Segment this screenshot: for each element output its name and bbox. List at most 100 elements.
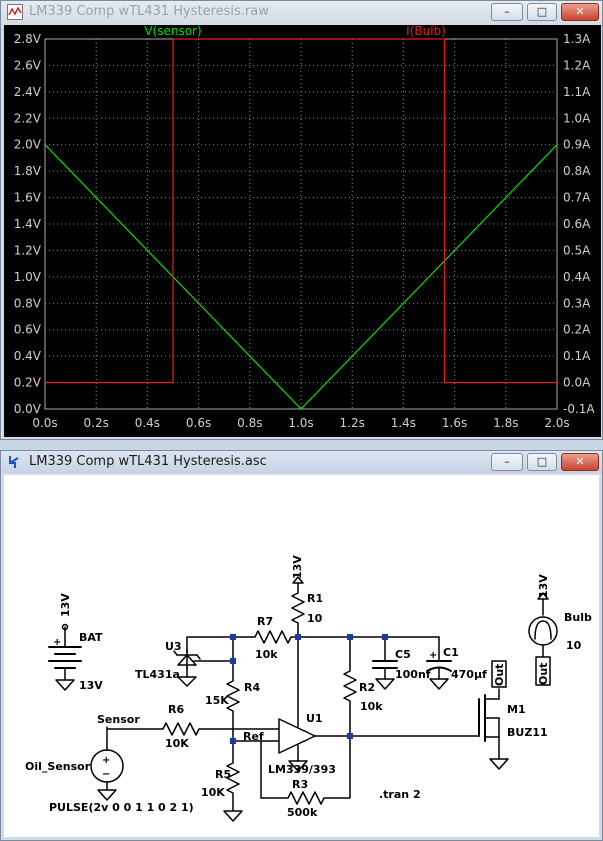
y-right-tick-label: 1.3A [563, 32, 591, 46]
waveform-window-title: LM339 Comp wTL431 Hysteresis.raw [29, 4, 269, 19]
bulb-name-label: Bulb [564, 611, 592, 624]
capacitor-c5[interactable] [372, 636, 398, 690]
waveform-icon [7, 4, 23, 20]
r1-supply-label: 13V [291, 555, 304, 579]
x-tick-label: 0.2s [84, 416, 109, 430]
series-v-sensor- [44, 144, 558, 410]
out-label-box [491, 660, 507, 688]
x-tick-label: 0.0s [32, 416, 57, 430]
r1-name-label: R1 [307, 592, 323, 605]
schematic-canvas[interactable]: + + + − 13V BAT 13V U3 TL431a R7 10k 13V… [4, 475, 599, 837]
minimize-button[interactable]: – [491, 3, 523, 21]
c1-name-label: C1 [443, 646, 459, 659]
bulb[interactable] [528, 592, 558, 686]
source-plus-sign: + [102, 755, 110, 766]
m1-part-label: BUZ11 [507, 726, 548, 739]
y-left-tick-label: 2.8V [14, 32, 42, 46]
bat-voltage-label: 13V [59, 593, 72, 617]
x-tick-label: 1.0s [288, 416, 313, 430]
bulb-supply-label: 13V [537, 574, 550, 598]
junctions [230, 634, 388, 744]
x-tick-label: 0.4s [135, 416, 160, 430]
schematic-window: LM339 Comp wTL431 Hysteresis.asc – □ ✕ [0, 450, 603, 841]
y-right-tick-label: 0.9A [563, 138, 591, 152]
y-right-tick-label: 1.0A [563, 111, 591, 125]
r6-value-label: 10K [165, 737, 189, 750]
r4-name-label: R4 [244, 681, 260, 694]
close-button[interactable]: ✕ [561, 3, 599, 21]
x-tick-label: 1.2s [340, 416, 365, 430]
r6-name-label: R6 [168, 703, 184, 716]
r2-name-label: R2 [359, 681, 375, 694]
y-right-tick-label: 0.8A [563, 164, 591, 178]
y-left-tick-label: 1.2V [14, 243, 42, 257]
tran-directive-label: .tran 2 [379, 788, 421, 801]
schematic-titlebar[interactable]: LM339 Comp wTL431 Hysteresis.asc – □ ✕ [1, 451, 602, 473]
y-left-tick-label: 2.6V [14, 58, 42, 72]
y-right-tick-label: 0.7A [563, 191, 591, 205]
ref-net-label: Ref [243, 730, 264, 743]
y-right-tick-label: 0.3A [563, 296, 591, 310]
waveform-titlebar[interactable]: LM339 Comp wTL431 Hysteresis.raw – □ ✕ [1, 1, 602, 23]
y-left-tick-label: 1.0V [14, 270, 42, 284]
y-left-tick-label: 0.4V [14, 349, 42, 363]
r3-value-label: 500k [287, 806, 318, 819]
resistor-r2[interactable] [343, 636, 357, 736]
x-tick-label: 0.6s [186, 416, 211, 430]
r1-value-label: 10 [307, 612, 323, 625]
y-right-tick-label: 0.5A [563, 243, 591, 257]
y-right-tick-label: 0.0A [563, 376, 591, 390]
schematic-drawing[interactable]: + + + − 13V BAT 13V U3 TL431a R7 10k 13V… [4, 475, 601, 839]
resistor-r3[interactable] [260, 735, 351, 805]
y-right-tick-label: -0.1A [563, 402, 595, 416]
schematic-icon [9, 456, 19, 468]
bulb-out-label: Out [537, 663, 550, 685]
u3-part-label: TL431a [135, 668, 180, 681]
resistor-r6[interactable] [106, 722, 280, 736]
bat-node [61, 623, 69, 631]
source-minus-sign: − [102, 769, 110, 780]
waveform-window: LM339 Comp wTL431 Hysteresis.raw – □ ✕ 0… [0, 0, 603, 440]
y-left-tick-label: 0.0V [14, 402, 42, 416]
close-button[interactable]: ✕ [561, 453, 599, 471]
comparator-u1[interactable] [278, 718, 480, 772]
battery-bat[interactable] [48, 626, 82, 691]
y-left-tick-label: 0.6V [14, 323, 42, 337]
resistor-r7[interactable] [250, 630, 298, 644]
x-tick-label: 0.8s [237, 416, 262, 430]
oil-sensor-label: Oil_Sensor [25, 760, 91, 773]
r5-name-label: R5 [215, 768, 231, 781]
pulse-spec-label: PULSE(2v 0 0 1 1 0 2 1) [49, 801, 194, 814]
series-i-bulb- [45, 38, 557, 384]
y-right-tick-label: 0.4A [563, 270, 591, 284]
y-left-tick-label: 1.4V [14, 217, 42, 231]
minimize-button[interactable]: – [491, 453, 523, 471]
mosfet-m1[interactable] [478, 688, 509, 770]
r5-value-label: 10K [201, 786, 225, 799]
c5-value-label: 100nf [395, 668, 431, 681]
capacitor-c1[interactable] [426, 636, 452, 690]
resistor-r1[interactable] [291, 580, 305, 638]
c1-value-label: 470µf [451, 668, 487, 681]
legend-entry: I(Bulb) [406, 25, 446, 38]
schematic-window-title: LM339 Comp wTL431 Hysteresis.asc [29, 454, 267, 469]
resistor-r5[interactable] [223, 740, 243, 822]
bulb-value-label: 10 [566, 639, 582, 652]
x-tick-label: 1.4s [391, 416, 416, 430]
tl431-u3[interactable] [173, 648, 234, 687]
source-oil-sensor[interactable] [90, 728, 124, 801]
resistor-r4[interactable] [226, 663, 240, 732]
y-right-tick-label: 1.2A [563, 58, 591, 72]
maximize-button[interactable]: □ [527, 453, 557, 471]
bat-plus-sign: + [53, 637, 61, 648]
y-left-tick-label: 2.4V [14, 85, 42, 99]
m1-name-label: M1 [507, 703, 526, 716]
y-left-tick-label: 1.6V [14, 191, 42, 205]
bat-gnd-label: 13V [79, 679, 103, 692]
y-left-tick-label: 2.2V [14, 111, 42, 125]
maximize-button[interactable]: □ [527, 3, 557, 21]
c5-name-label: C5 [395, 648, 411, 661]
y-right-tick-label: 0.1A [563, 349, 591, 363]
